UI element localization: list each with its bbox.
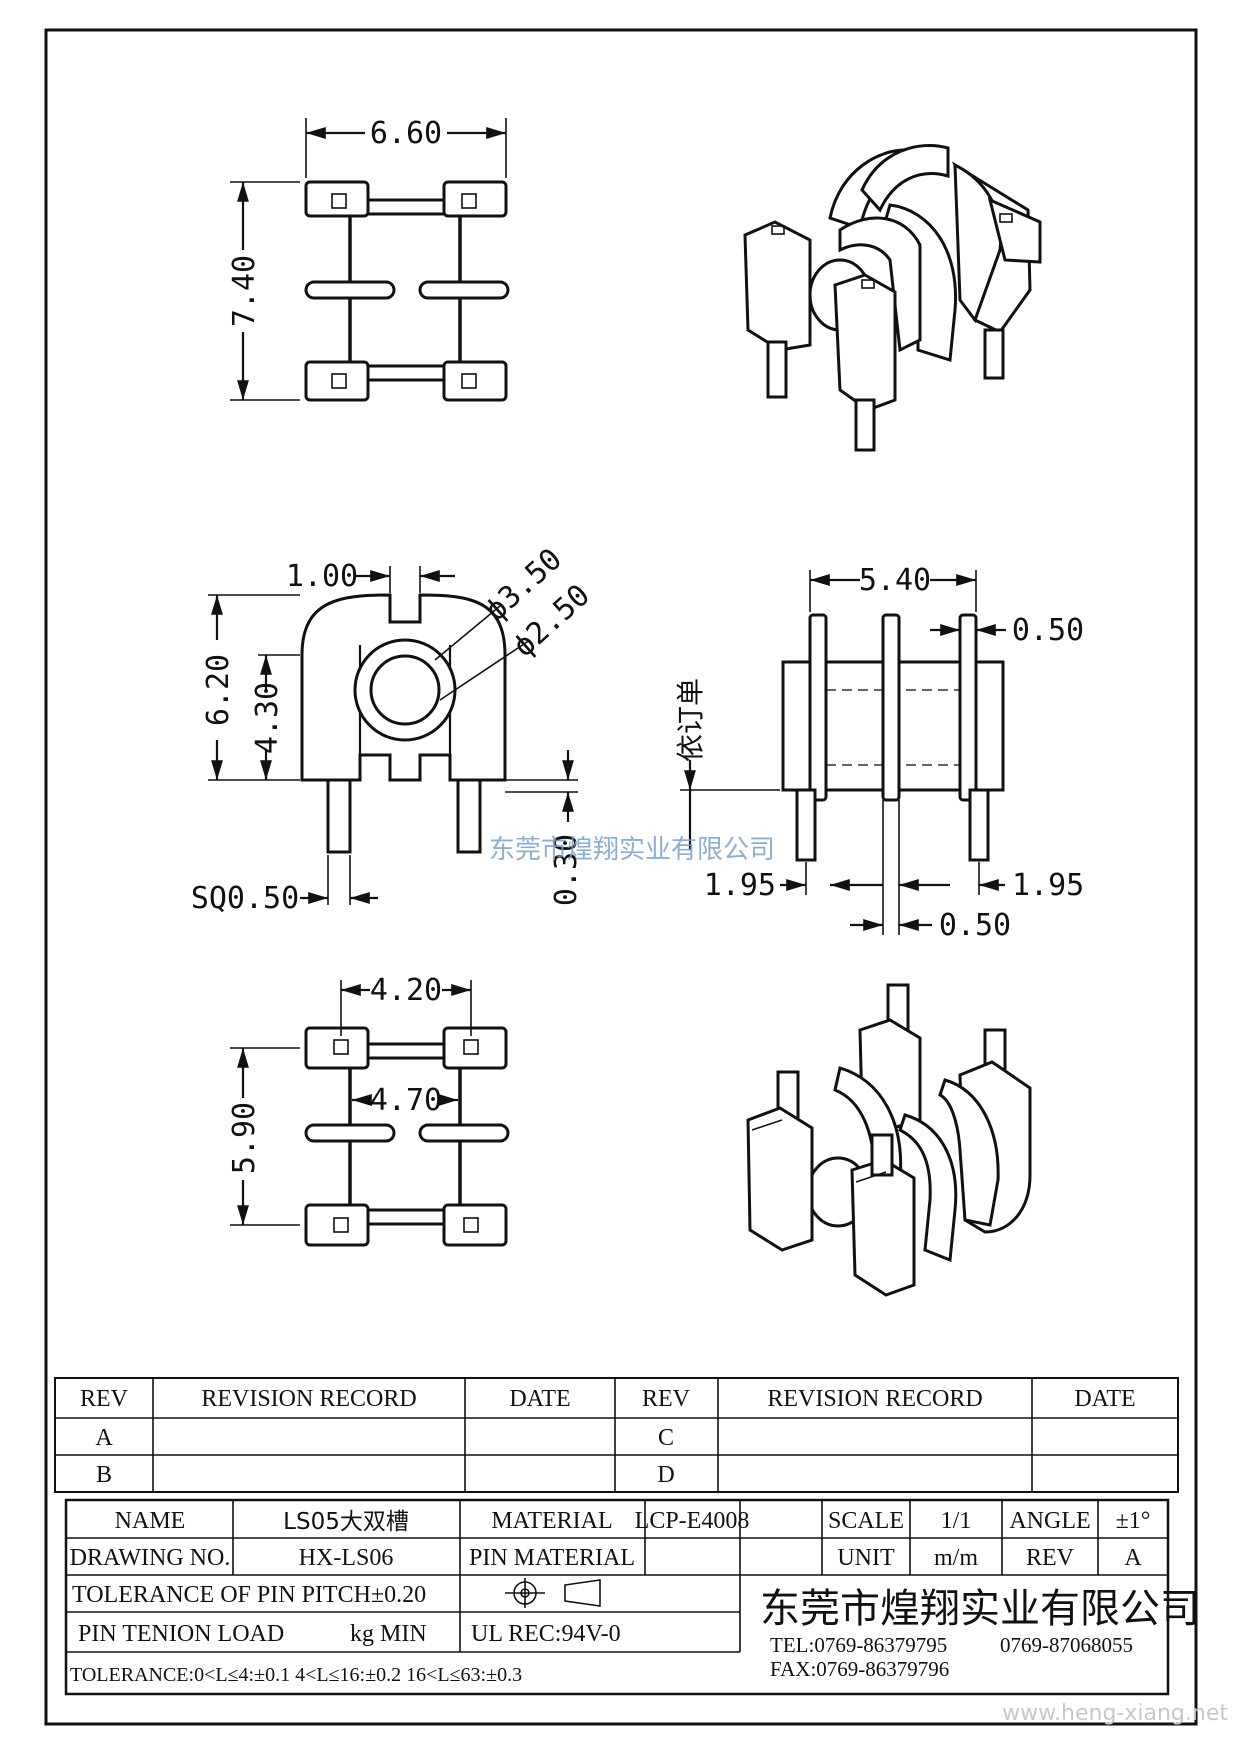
drawing-no-value: HX-LS06 [299,1545,394,1571]
binding-note: 依订单 [674,678,707,762]
company-fax: FAX:0769-86379796 [770,1657,949,1681]
projection-symbol-icon [505,1578,601,1608]
dim-top-width: 6.60 [370,116,442,151]
rev-row-a: A [95,1425,113,1451]
dim-body-height: 4.30 [250,682,285,754]
dim-top-height: 7.40 [227,255,262,327]
dim-slot-width: 1.00 [286,559,358,594]
pin-tension-unit: kg MIN [350,1621,427,1647]
revision-table: REV REVISION RECORD DATE REV REVISION RE… [54,1377,1179,1493]
title-block: NAME LS05大双槽 MATERIAL LCP-E4008 SCALE 1/… [64,1498,1200,1696]
scale-value: 1/1 [941,1508,972,1534]
rev-header-1: REV [80,1386,129,1412]
rev-header-2: REV [642,1386,691,1412]
pin-material-label: PIN MATERIAL [469,1545,635,1571]
top-view: 6.60 7.40 [227,116,510,402]
scale-label: SCALE [828,1508,904,1534]
revision-record-header-1: REVISION RECORD [201,1386,416,1412]
revision-record-header-2: REVISION RECORD [767,1386,982,1412]
name-value: LS05大双槽 [283,1509,409,1535]
isometric-view-top [743,143,1042,452]
name-label: NAME [115,1508,186,1534]
bottom-view: 4.20 4.70 5.90 [227,973,510,1247]
material-label: MATERIAL [491,1508,612,1534]
dim-pin-square: SQ0.50 [191,881,299,916]
angle-value: ±1° [1116,1508,1151,1534]
material-value: LCP-E4008 [635,1508,750,1534]
rev-value: A [1124,1545,1142,1571]
dim-total-height: 6.20 [201,654,236,726]
rev-label: REV [1026,1545,1075,1571]
isometric-view-bottom [746,983,1032,1297]
dim-flange-thickness: 0.50 [1012,613,1084,648]
date-header-1: DATE [509,1386,570,1412]
dim-bottom-pitch-y: 5.90 [227,1102,262,1174]
watermark-corner: www.heng-xiang.net [1002,1701,1228,1726]
side-view: 1.00 ϕ3.50 ϕ2.50 6.20 4.30 SQ0.50 0.30 [191,542,597,916]
unit-label: UNIT [837,1545,895,1571]
company-tel: TEL:0769-86379795 [770,1633,947,1657]
rev-row-c: C [658,1425,674,1451]
angle-label: ANGLE [1009,1508,1090,1534]
drawing-no-label: DRAWING NO. [70,1545,231,1571]
company-tel-2: 0769-87068055 [1000,1633,1133,1657]
dim-pitch-right: 1.95 [1012,868,1084,903]
rev-row-d: D [657,1462,674,1488]
sheet-border [44,28,1198,1726]
dim-bottom-pitch-x: 4.20 [370,973,442,1008]
pin-tension-label: PIN TENION LOAD [78,1621,284,1647]
date-header-2: DATE [1074,1386,1135,1412]
ul-rating: UL REC:94V-0 [471,1621,621,1647]
tolerance-general: TOLERANCE:0<L≤4:±0.1 4<L≤16:±0.2 16<L≤63… [70,1664,522,1686]
watermark-center: 东莞市煌翔实业有限公司 [489,835,775,865]
dim-pin-width: 0.50 [939,908,1011,943]
rev-row-b: B [96,1462,112,1488]
front-view: 5.40 0.50 依订单 1.95 1.95 0.50 [674,563,1084,943]
dim-pitch-left: 1.95 [704,868,776,903]
unit-value: m/m [934,1545,978,1571]
dim-front-width: 5.40 [859,563,931,598]
tolerance-pitch: TOLERANCE OF PIN PITCH±0.20 [72,1582,426,1608]
dim-standoff: 0.30 [549,834,584,906]
company-name: 东莞市煌翔实业有限公司 [760,1586,1200,1632]
dim-bottom-inner-pitch: 4.70 [370,1083,442,1118]
